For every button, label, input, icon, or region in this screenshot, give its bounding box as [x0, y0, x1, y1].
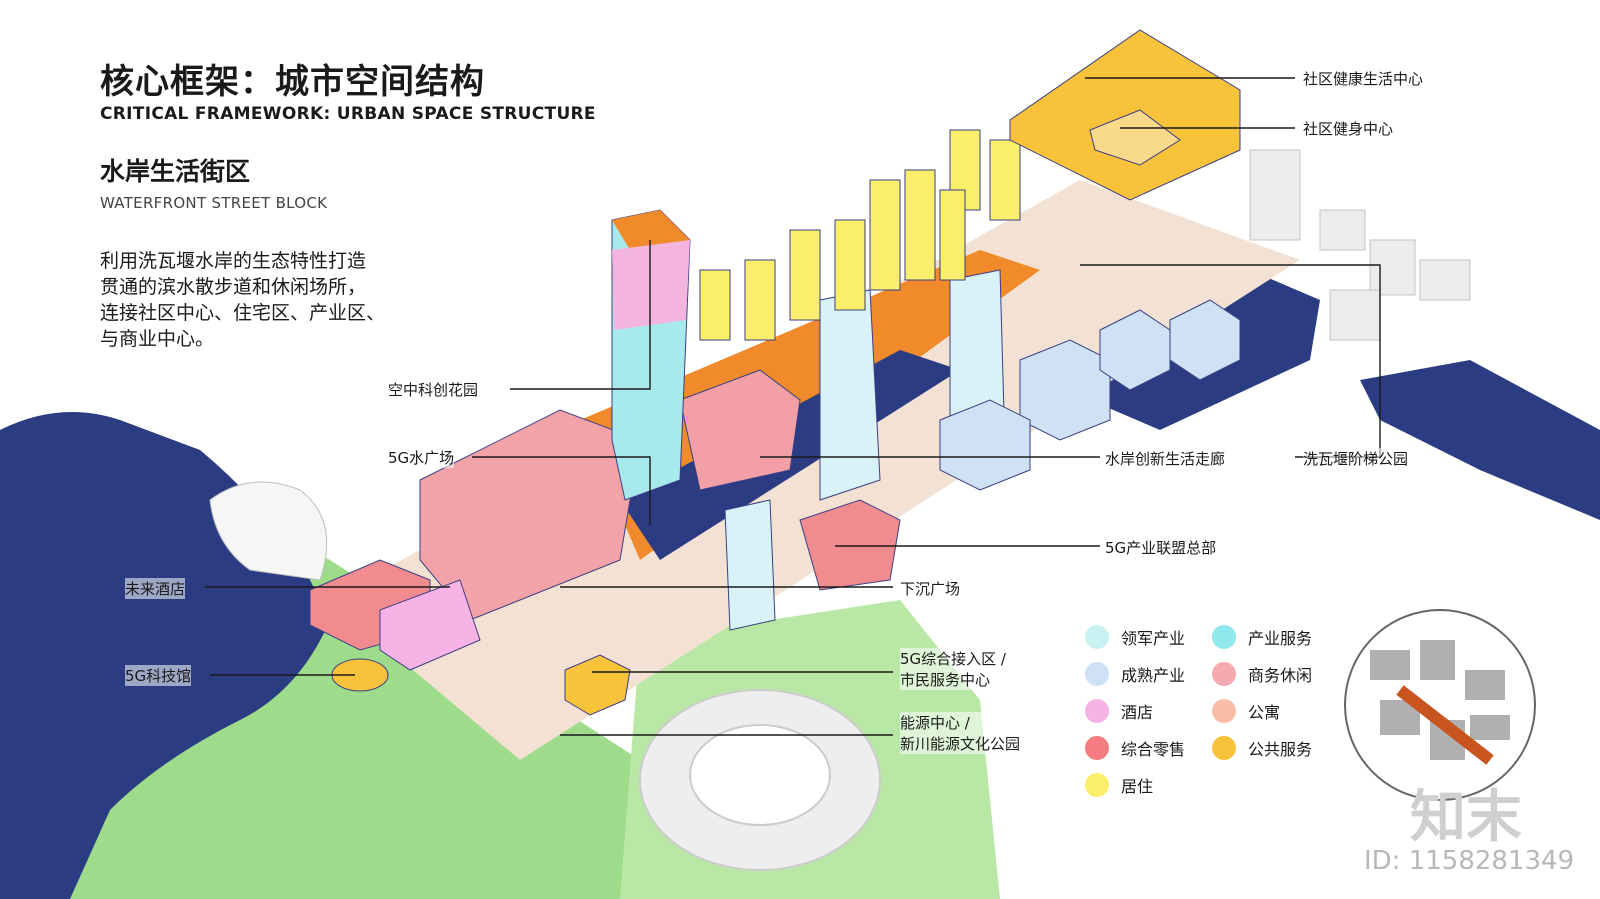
- description-line: 贯通的滨水散步道和休闲场所，: [100, 276, 367, 298]
- section-title: 水岸生活街区: [100, 157, 251, 186]
- legend-swatch: [1212, 736, 1236, 760]
- legend-label: 公共服务: [1248, 740, 1313, 759]
- legend-swatch: [1085, 699, 1109, 723]
- label-future-hotel: 未来酒店: [125, 578, 186, 599]
- museum-roof: [209, 481, 328, 581]
- description-line: 连接社区中心、住宅区、产业区、: [100, 302, 386, 324]
- section-title-en: WATERFRONT STREET BLOCK: [100, 194, 328, 212]
- label-community-fitness: 社区健身中心: [1303, 118, 1394, 139]
- description: 利用洗瓦堰水岸的生态特性打造 贯通的滨水散步道和休闲场所， 连接社区中心、住宅区…: [100, 248, 440, 352]
- legend-label: 居住: [1121, 777, 1154, 796]
- label-access-zone-line2: 市民服务中心: [900, 671, 991, 689]
- legend-item: 产业服务: [1212, 624, 1312, 650]
- legend-swatch: [1085, 662, 1109, 686]
- label-waterfront-corridor: 水岸创新生活走廊: [1105, 448, 1226, 469]
- site-plinth: [330, 180, 1300, 760]
- legend-label: 产业服务: [1248, 629, 1313, 648]
- legend-label: 成熟产业: [1121, 666, 1186, 685]
- commercial-block-c: [679, 369, 801, 491]
- river-east: [1360, 360, 1600, 520]
- community-health-center: [1009, 29, 1241, 201]
- label-access-zone: 5G综合接入区 / 市民服务中心: [900, 648, 1006, 690]
- legend-item: 综合零售: [1085, 735, 1185, 761]
- page-title-en: CRITICAL FRAMEWORK: URBAN SPACE STRUCTUR…: [100, 104, 596, 124]
- commercial-block-d: [799, 499, 901, 591]
- legend-item: 领军产业: [1085, 624, 1185, 650]
- label-access-zone-line1: 5G综合接入区 /: [900, 650, 1006, 668]
- commercial-block-a: [419, 409, 641, 621]
- legend-swatch: [1085, 625, 1109, 649]
- inset-map-highlight: [1396, 685, 1494, 765]
- glass-tower-2: [819, 289, 881, 501]
- label-sky-garden: 空中科创花园: [388, 379, 479, 400]
- legend-label: 公寓: [1248, 703, 1281, 722]
- legend-item: 成熟产业: [1085, 661, 1185, 687]
- mature-industry-blocks: [939, 299, 1241, 491]
- legend-item: 公寓: [1212, 698, 1280, 724]
- description-line: 利用洗瓦堰水岸的生态特性打造: [100, 250, 367, 272]
- legend-label: 领军产业: [1121, 629, 1186, 648]
- label-energy-line1: 能源中心 /: [900, 714, 970, 732]
- community-fitness-center: [1089, 109, 1181, 166]
- stadium-inner: [689, 724, 831, 826]
- main-tower-hotel: [612, 240, 690, 330]
- legend-item: 公共服务: [1212, 735, 1312, 761]
- label-tech-museum: 5G科技馆: [125, 665, 192, 686]
- legend-label: 酒店: [1121, 703, 1154, 722]
- label-alliance-hq: 5G产业联盟总部: [1105, 537, 1217, 558]
- legend-swatch: [1085, 773, 1109, 797]
- legend-swatch: [1212, 699, 1236, 723]
- page-title: 核心框架：城市空间结构: [100, 62, 485, 102]
- label-energy-center: 能源中心 / 新川能源文化公园: [900, 712, 1021, 754]
- label-community-health: 社区健康生活中心: [1303, 68, 1424, 89]
- label-water-plaza: 5G水广场: [388, 447, 455, 468]
- label-terrace-park: 洗瓦堰阶梯公园: [1303, 448, 1409, 469]
- label-energy-line2: 新川能源文化公园: [900, 735, 1021, 753]
- description-line: 与商业中心。: [100, 328, 215, 350]
- legend-label: 综合零售: [1121, 740, 1186, 759]
- legend-swatch: [1212, 662, 1236, 686]
- legend-swatch: [1085, 736, 1109, 760]
- glass-tower-4: [724, 499, 776, 631]
- legend-item: 商务休闲: [1212, 661, 1312, 687]
- context-buildings: [1249, 149, 1471, 341]
- legend-item: 酒店: [1085, 698, 1153, 724]
- inset-map-blocks: [1370, 640, 1510, 760]
- access-zone-building: [564, 654, 631, 716]
- watermark-id: ID: 1158281349: [1364, 846, 1575, 876]
- label-sunken-plaza: 下沉广场: [900, 578, 961, 599]
- hotel-block: [379, 579, 481, 671]
- residential-cluster: [699, 129, 1021, 341]
- watermark-brand: 知末: [1410, 785, 1522, 850]
- legend-item: 居住: [1085, 772, 1153, 798]
- legend-label: 商务休闲: [1248, 666, 1313, 685]
- legend-swatch: [1212, 625, 1236, 649]
